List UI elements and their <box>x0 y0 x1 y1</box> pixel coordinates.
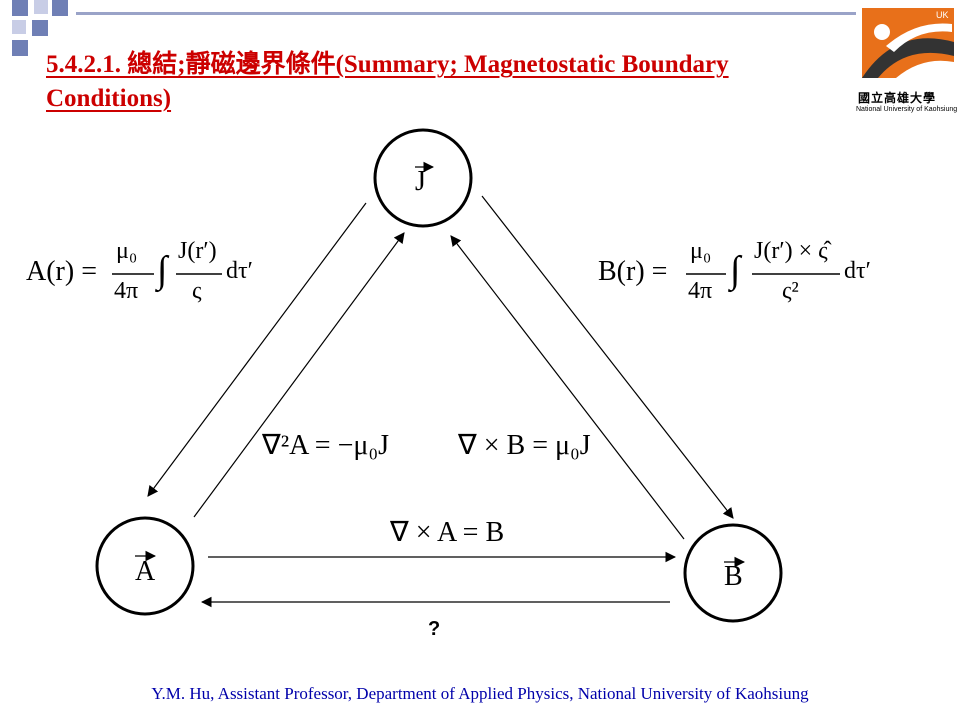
eq-a-lhs: A(r) = <box>26 256 97 287</box>
svg-text:A: A <box>135 556 156 587</box>
equation-curl-b: ∇ × B = μ₀J <box>458 430 591 461</box>
eq-a-num: J(r′) <box>178 238 217 264</box>
logo-badge: UK <box>936 10 949 20</box>
arrow-b-to-j <box>450 235 685 540</box>
university-logo: UK 國立高雄大學 National University of Kaohsiu… <box>856 6 958 118</box>
deco-square-5 <box>32 20 48 36</box>
deco-square-6 <box>12 40 28 56</box>
node-a-label: A <box>135 550 157 587</box>
deco-square-3 <box>52 0 68 16</box>
deco-bar <box>76 12 856 15</box>
node-j <box>373 128 473 228</box>
eq-b-lhs: B(r) = <box>598 256 668 287</box>
node-b-label: B <box>724 556 746 592</box>
eq-b-tail: dτ′ <box>844 258 871 284</box>
arrow-j-to-a <box>147 202 367 497</box>
eq-a-coef-den: 4π <box>114 278 139 304</box>
node-b <box>683 523 783 623</box>
node-a <box>95 516 195 616</box>
equation-curl-a: ∇ × A = B <box>390 517 505 548</box>
eq-b-coef-den: 4π <box>688 278 713 304</box>
unknown-relation-label: ? <box>428 618 441 640</box>
eq-a-coef-num: μ₀ <box>116 238 138 264</box>
deco-square-2 <box>34 0 48 14</box>
deco-square-4 <box>12 20 26 34</box>
deco-square-1 <box>12 0 28 16</box>
eq-a-tail: dτ′ <box>226 258 253 284</box>
node-j-label: J <box>415 161 435 197</box>
slide-title: 5.4.2.1. 總結;靜磁邊界條件(Summary; Magnetostati… <box>46 51 729 112</box>
svg-text:J: J <box>415 166 426 197</box>
logo-name-cn: 國立高雄大學 <box>858 91 937 105</box>
eq-b-integral: ∫ <box>730 249 741 291</box>
logo-name-en: National University of Kaohsiung <box>856 106 958 113</box>
eq-b-num: J(r′) × ς̂ <box>754 238 828 264</box>
arrow-j-to-b <box>481 195 734 519</box>
logo-mark-icon <box>862 8 954 78</box>
footer-credit: Y.M. Hu, Assistant Professor, Department… <box>151 684 809 703</box>
eq-a-den: ς <box>192 278 202 304</box>
svg-text:B: B <box>724 561 743 592</box>
eq-a-integral: ∫ <box>157 249 168 291</box>
eq-b-coef-num: μ₀ <box>690 238 712 264</box>
equation-poisson-a: ∇²A = −μ₀J <box>262 430 390 461</box>
eq-b-den: ς² <box>782 278 799 304</box>
arrow-a-to-j <box>193 232 405 518</box>
